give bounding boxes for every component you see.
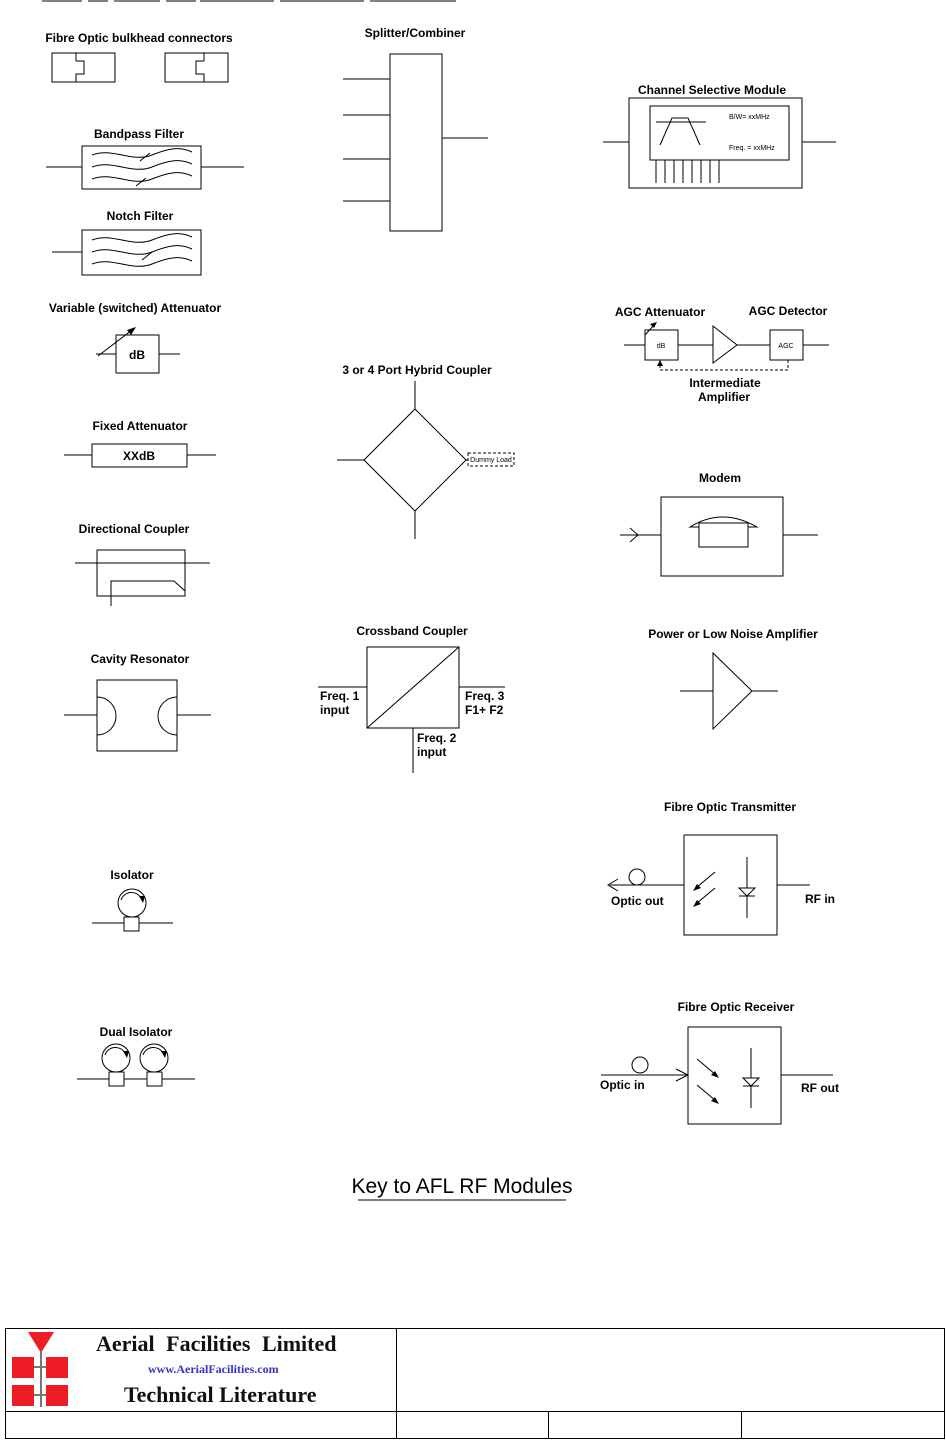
- fixed-attenuator-symbol: Fixed Attenuator XXdB: [64, 419, 216, 468]
- crossband-label: Crossband Coupler: [356, 624, 468, 638]
- footer-cell-3: [549, 1412, 742, 1438]
- rf-module-key-diagram: Fibre Optic bulkhead connectors Bandpass…: [42, 0, 839, 1201]
- footer-title-cell: [397, 1329, 944, 1412]
- splitter-label: Splitter/Combiner: [365, 26, 466, 40]
- footer-cell-1: [6, 1412, 397, 1438]
- freq1-label-line2: input: [320, 703, 349, 717]
- modem-symbol: Modem: [620, 471, 818, 577]
- company-website: www.AerialFacilities.com: [148, 1362, 279, 1376]
- cavity-resonator-symbol: Cavity Resonator: [64, 652, 211, 752]
- cavity-resonator-label: Cavity Resonator: [91, 652, 190, 666]
- fibre-optic-transmitter-symbol: Fibre Optic Transmitter Optic out RF in: [607, 800, 835, 936]
- freq2-label-line2: input: [417, 745, 446, 759]
- channel-selective-label: Channel Selective Module: [638, 83, 786, 97]
- fibre-optic-receiver-symbol: Fibre Optic Receiver Optic in RF out: [600, 1000, 839, 1125]
- freq3-label-line1: Freq. 3: [465, 689, 505, 703]
- variable-attenuator-label: Variable (switched) Attenuator: [49, 301, 222, 315]
- footer-table: Aerial Facilities Limited www.AerialFaci…: [5, 1328, 945, 1439]
- bulkhead-label: Fibre Optic bulkhead connectors: [45, 31, 233, 45]
- bandwidth-text: B/W= xxMHz: [729, 114, 770, 121]
- bandpass-filter-symbol: Bandpass Filter: [46, 127, 244, 190]
- dummy-load-label: Dummy Load: [470, 457, 512, 464]
- channel-selective-module-symbol: Channel Selective Module B/W= xxMHz Freq…: [603, 83, 836, 189]
- agc-chain-symbol: AGC Attenuator AGC Detector dB AGC Inter…: [615, 304, 829, 404]
- footer-cell-2: [397, 1412, 549, 1438]
- isolator-symbol: Isolator: [92, 868, 173, 932]
- footer-logo-cell: Aerial Facilities Limited www.AerialFaci…: [6, 1329, 397, 1412]
- variable-attenuator-box-text: dB: [129, 348, 145, 362]
- bandpass-label: Bandpass Filter: [94, 127, 184, 141]
- optic-in-label: Optic in: [600, 1078, 645, 1092]
- footer-cell-4: [742, 1412, 944, 1438]
- freq3-label-line2: F1+ F2: [465, 703, 504, 717]
- notch-filter-symbol: Notch Filter: [52, 209, 202, 276]
- notch-label: Notch Filter: [107, 209, 174, 223]
- agc-detector-box-text: AGC: [778, 343, 793, 350]
- directional-coupler-symbol: Directional Coupler: [75, 522, 210, 606]
- fo-receiver-label: Fibre Optic Receiver: [678, 1000, 795, 1014]
- amplifier-label: Power or Low Noise Amplifier: [648, 627, 818, 641]
- afl-logo-icon: [12, 1332, 68, 1407]
- hybrid-coupler-symbol: 3 or 4 Port Hybrid Coupler Dummy Load: [337, 363, 515, 539]
- fixed-attenuator-box-text: XXdB: [123, 449, 155, 463]
- technical-literature-title: Technical Literature: [124, 1382, 317, 1407]
- optic-out-label: Optic out: [611, 894, 664, 908]
- modem-label: Modem: [699, 471, 741, 485]
- agc-detector-label: AGC Detector: [749, 304, 828, 318]
- agc-attenuator-box-text: dB: [657, 343, 666, 350]
- key-title-text: Key to AFL RF Modules: [352, 1175, 573, 1198]
- dual-isolator-label: Dual Isolator: [100, 1025, 173, 1039]
- rf-out-label: RF out: [801, 1081, 839, 1095]
- dual-isolator-symbol: Dual Isolator: [77, 1025, 195, 1087]
- fo-transmitter-label: Fibre Optic Transmitter: [664, 800, 796, 814]
- splitter-combiner-symbol: Splitter/Combiner: [343, 26, 488, 232]
- intermediate-label-line1: Intermediate: [689, 376, 761, 390]
- hybrid-label: 3 or 4 Port Hybrid Coupler: [342, 363, 492, 377]
- crossband-coupler-symbol: Crossband Coupler Freq. 1 input Freq. 3 …: [318, 624, 505, 773]
- freq1-label-line1: Freq. 1: [320, 689, 360, 703]
- rf-in-label: RF in: [805, 892, 835, 906]
- key-title: Key to AFL RF Modules: [352, 1175, 573, 1201]
- amplifier-symbol: Power or Low Noise Amplifier: [648, 627, 818, 731]
- frequency-text: Freq. = xxMHz: [729, 145, 775, 152]
- fixed-attenuator-label: Fixed Attenuator: [93, 419, 188, 433]
- bulkhead-connectors-symbol: Fibre Optic bulkhead connectors: [45, 31, 233, 83]
- freq2-label-line1: Freq. 2: [417, 731, 457, 745]
- intermediate-label-line2: Amplifier: [698, 390, 750, 404]
- directional-coupler-label: Directional Coupler: [79, 522, 190, 536]
- agc-attenuator-label: AGC Attenuator: [615, 305, 706, 319]
- isolator-label: Isolator: [110, 868, 154, 882]
- variable-attenuator-symbol: Variable (switched) Attenuator dB: [49, 301, 222, 374]
- company-name: Aerial Facilities Limited: [96, 1331, 337, 1356]
